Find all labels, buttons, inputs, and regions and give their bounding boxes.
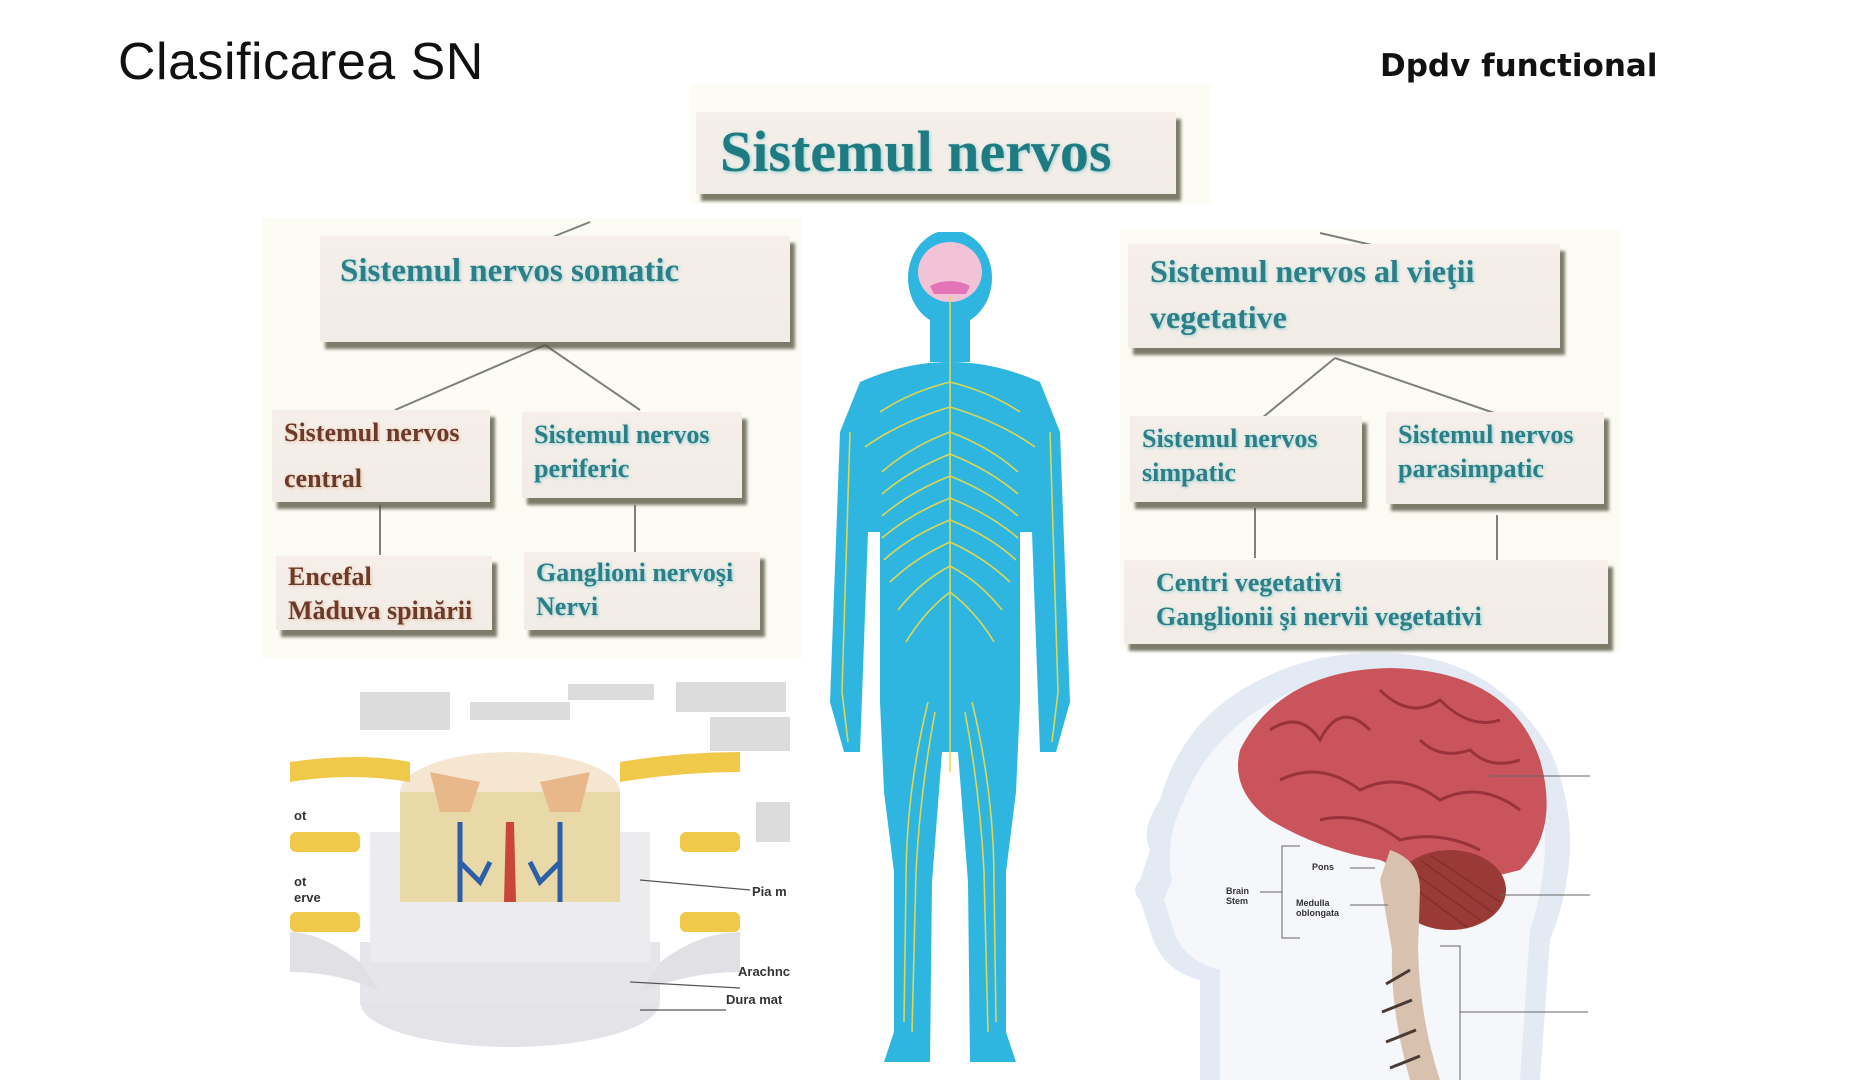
- slide-title: Clasificarea SN: [118, 33, 484, 91]
- peripheral-node-line1: Sistemul nervos: [534, 420, 710, 449]
- peripheral-detail-line1: Ganglioni nervoşi: [536, 558, 734, 587]
- sympathetic-node-line1: Sistemul nervos: [1142, 424, 1318, 453]
- parasympathetic-node-box: Sistemul nervos parasimpatic: [1386, 412, 1604, 504]
- parasympathetic-node-line1: Sistemul nervos: [1398, 420, 1574, 449]
- somatic-node-label: Sistemul nervos somatic: [340, 253, 680, 289]
- central-detail-line1: Encefal: [288, 562, 372, 591]
- peripheral-detail-box: Ganglioni nervoşi Nervi: [524, 552, 760, 630]
- slide-subtitle: Dpdv functional: [1380, 48, 1658, 84]
- peripheral-detail-line2: Nervi: [536, 592, 599, 621]
- partial-label-3: erve: [294, 890, 321, 905]
- arachnoid-label: Arachnc: [738, 964, 791, 979]
- central-node-line2: central: [284, 464, 362, 493]
- vegetative-detail-box: Centri vegetativi Ganglionii şi nervii v…: [1124, 560, 1608, 644]
- medulla-label: Medulla oblongata: [1296, 898, 1339, 918]
- root-node-box: Sistemul nervos: [696, 112, 1176, 194]
- pia-mater-label: Pia m: [752, 884, 787, 899]
- central-node-box: Sistemul nervos central: [272, 410, 490, 502]
- blank-label: [360, 692, 450, 730]
- vegetative-detail-line1: Centri vegetativi: [1156, 568, 1342, 597]
- spinal-cord-illustration: [290, 682, 790, 1047]
- partial-label-2: ot: [294, 874, 307, 889]
- sympathetic-node-line2: simpatic: [1142, 458, 1236, 487]
- brain-stem-label: Brain Stem: [1226, 886, 1250, 906]
- pons-label: Pons: [1312, 862, 1335, 872]
- peripheral-node-box: Sistemul nervos periferic: [522, 412, 742, 498]
- vegetative-node-box: Sistemul nervos al vieţii vegetative: [1128, 244, 1560, 348]
- partial-label-1: ot: [294, 808, 307, 823]
- sympathetic-node-box: Sistemul nervos simpatic: [1130, 416, 1362, 502]
- peripheral-node-line2: periferic: [534, 454, 630, 483]
- vegetative-node-line2: vegetative: [1150, 299, 1287, 335]
- nervous-system-body-illustration: [830, 232, 1070, 1062]
- central-detail-box: Encefal Măduva spinării: [276, 556, 492, 630]
- vegetative-detail-line2: Ganglionii şi nervii vegetativi: [1156, 602, 1482, 631]
- head-brain-illustration: [1135, 652, 1590, 1080]
- central-node-line1: Sistemul nervos: [284, 418, 460, 447]
- somatic-node-box: Sistemul nervos somatic: [320, 236, 790, 342]
- parasympathetic-node-line2: parasimpatic: [1398, 454, 1544, 483]
- root-node-label: Sistemul nervos: [720, 119, 1112, 184]
- dura-mater-label: Dura mat: [726, 992, 783, 1007]
- central-detail-line2: Măduva spinării: [288, 596, 473, 625]
- vegetative-node-line1: Sistemul nervos al vieţii: [1150, 253, 1475, 289]
